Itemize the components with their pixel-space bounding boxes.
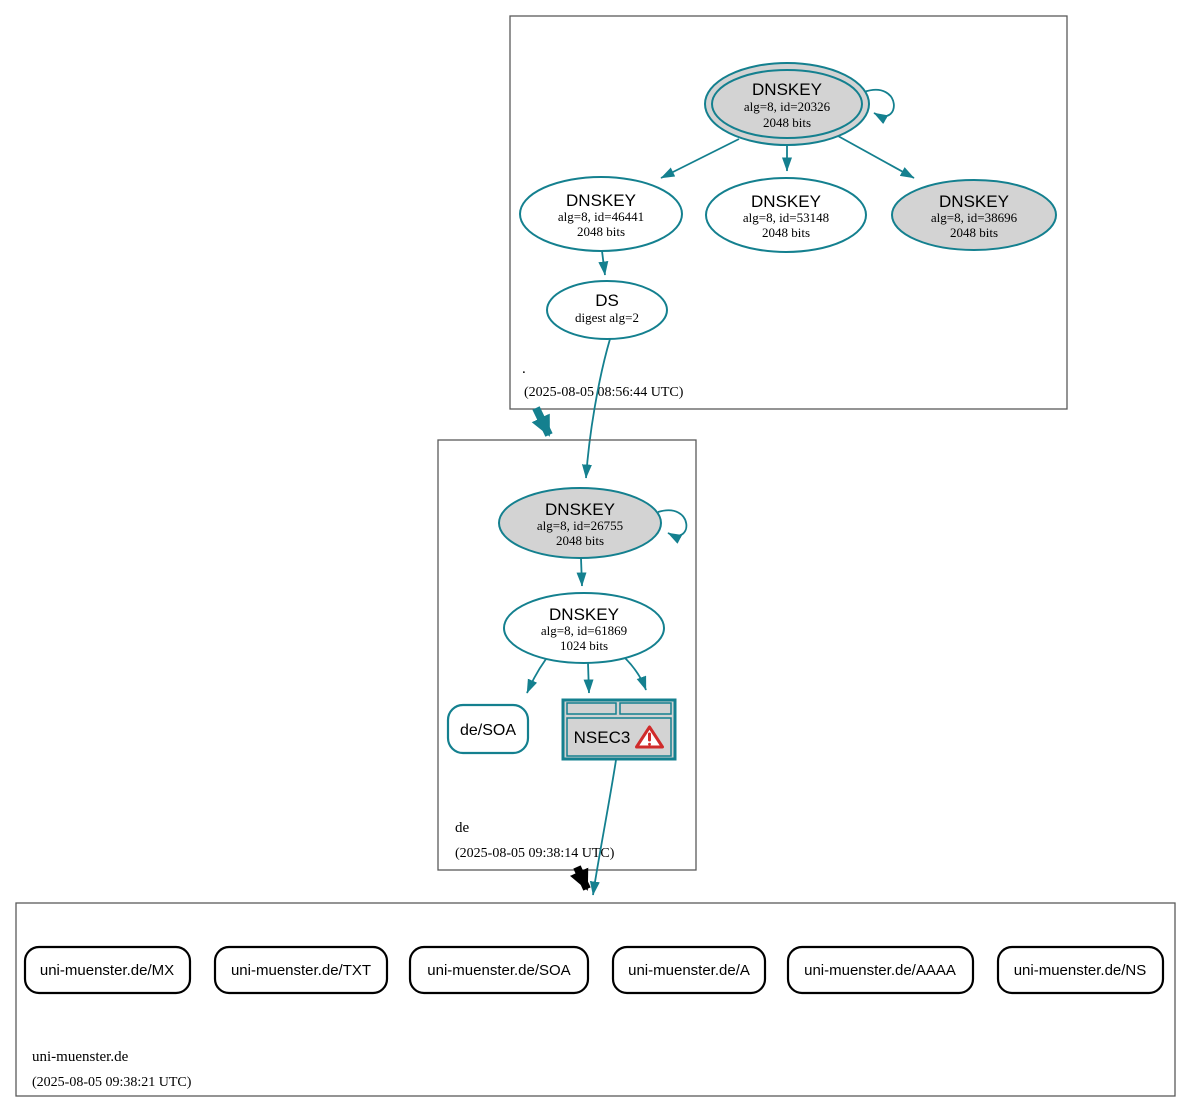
edge-zsk61869-to-nsec3-left <box>583 662 594 694</box>
nsec3-rrsig-cell-right <box>619 702 672 715</box>
edge-zsk61869-to-soa <box>526 658 547 694</box>
zone-timestamp-root: (2025-08-05 08:56:44 UTC) <box>524 385 684 400</box>
svg-text:alg=8, id=53148: alg=8, id=53148 <box>743 210 829 225</box>
svg-text:digest alg=2: digest alg=2 <box>575 310 639 325</box>
edge-zsk46441-to-ds <box>598 250 609 276</box>
edge-delegation-de-to-uni-muenster <box>570 865 591 891</box>
edge-zsk61869-to-nsec3-right <box>624 657 647 691</box>
svg-text:2048 bits: 2048 bits <box>950 225 998 240</box>
svg-text:uni-muenster.de/AAAA: uni-muenster.de/AAAA <box>804 962 956 979</box>
svg-text:DS: DS <box>595 291 619 310</box>
svg-text:de/SOA: de/SOA <box>460 722 516 739</box>
zone-cluster-de: de (2025-08-05 09:38:14 UTC) DNSKEY alg=… <box>437 439 697 871</box>
edge-ksk20326-to-zsk46441 <box>660 138 740 179</box>
node-rrset-uni-muenster-de-txt[interactable]: uni-muenster.de/TXT <box>213 945 389 995</box>
svg-text:2048 bits: 2048 bits <box>763 115 811 130</box>
node-nsec3[interactable]: NSEC3 <box>561 698 677 761</box>
node-ds-root[interactable]: DS digest alg=2 <box>546 280 668 340</box>
node-rrset-uni-muenster-de-soa[interactable]: uni-muenster.de/SOA <box>408 945 590 995</box>
node-dnskey-38696[interactable]: DNSKEY alg=8, id=38696 2048 bits <box>891 179 1057 251</box>
edge-delegation-root-to-de <box>531 406 553 437</box>
svg-text:uni-muenster.de/SOA: uni-muenster.de/SOA <box>427 962 570 979</box>
zone-label-uni-muenster-de: uni-muenster.de <box>32 1049 129 1065</box>
node-rrset-uni-muenster-de-ns[interactable]: uni-muenster.de/NS <box>996 945 1165 995</box>
zone-cluster-uni-border <box>15 902 1176 1097</box>
svg-text:DNSKEY: DNSKEY <box>549 605 619 624</box>
zone-label-de: de <box>455 820 470 836</box>
zone-cluster-root: . (2025-08-05 08:56:44 UTC) DNSKEY alg=8… <box>509 15 1068 410</box>
svg-text:uni-muenster.de/A: uni-muenster.de/A <box>628 962 750 979</box>
svg-text:2048 bits: 2048 bits <box>577 224 625 239</box>
svg-text:uni-muenster.de/TXT: uni-muenster.de/TXT <box>231 962 371 979</box>
svg-text:2048 bits: 2048 bits <box>556 533 604 548</box>
nsec3-rrsig-cell-left <box>566 702 617 715</box>
svg-text:alg=8, id=20326: alg=8, id=20326 <box>744 99 831 114</box>
node-rrset-uni-muenster-de-a[interactable]: uni-muenster.de/A <box>611 945 767 995</box>
svg-text:DNSKEY: DNSKEY <box>752 80 822 99</box>
svg-text:2048 bits: 2048 bits <box>762 225 810 240</box>
node-dnskey-26755[interactable]: DNSKEY alg=8, id=26755 2048 bits <box>498 487 662 559</box>
edge-ksk26755-self-loop <box>657 509 688 544</box>
warning-icon <box>635 725 664 749</box>
zone-timestamp-de: (2025-08-05 09:38:14 UTC) <box>455 846 615 861</box>
svg-text:uni-muenster.de/MX: uni-muenster.de/MX <box>40 962 174 979</box>
zone-timestamp-uni-muenster-de: (2025-08-05 09:38:21 UTC) <box>32 1075 192 1090</box>
svg-text:DNSKEY: DNSKEY <box>751 192 821 211</box>
svg-text:alg=8, id=46441: alg=8, id=46441 <box>558 209 644 224</box>
svg-text:alg=8, id=26755: alg=8, id=26755 <box>537 518 623 533</box>
svg-text:1024 bits: 1024 bits <box>560 638 608 653</box>
svg-text:alg=8, id=38696: alg=8, id=38696 <box>931 210 1018 225</box>
zone-cluster-de-border <box>437 439 697 871</box>
node-rrset-de-soa[interactable]: de/SOA <box>446 703 530 755</box>
node-dnskey-53148[interactable]: DNSKEY alg=8, id=53148 2048 bits <box>705 177 867 253</box>
edge-ksk20326-self-loop <box>863 89 895 125</box>
edge-ksk20326-to-ksk38696 <box>837 135 915 179</box>
node-rrset-uni-muenster-de-aaaa[interactable]: uni-muenster.de/AAAA <box>786 945 975 995</box>
svg-text:alg=8, id=61869: alg=8, id=61869 <box>541 623 627 638</box>
svg-text:DNSKEY: DNSKEY <box>566 191 636 210</box>
zone-label-root: . <box>522 361 526 377</box>
svg-text:NSEC3: NSEC3 <box>574 728 631 747</box>
zone-cluster-uni-muenster-de: uni-muenster.de (2025-08-05 09:38:21 UTC… <box>15 902 1176 1097</box>
edge-nsec3-to-uni-muenster <box>589 759 617 896</box>
node-dnskey-46441[interactable]: DNSKEY alg=8, id=46441 2048 bits <box>519 176 683 252</box>
svg-text:uni-muenster.de/NS: uni-muenster.de/NS <box>1014 962 1147 979</box>
zone-cluster-root-border <box>509 15 1068 410</box>
edge-ds-to-dnskey26755 <box>581 338 611 479</box>
node-dnskey-61869[interactable]: DNSKEY alg=8, id=61869 1024 bits <box>503 592 665 664</box>
node-rrset-uni-muenster-de-mx[interactable]: uni-muenster.de/MX <box>23 945 192 995</box>
svg-text:DNSKEY: DNSKEY <box>545 500 615 519</box>
node-dnskey-20326[interactable]: DNSKEY alg=8, id=20326 2048 bits <box>704 62 870 146</box>
svg-text:DNSKEY: DNSKEY <box>939 192 1009 211</box>
edge-ksk26755-to-zsk61869 <box>576 557 587 587</box>
